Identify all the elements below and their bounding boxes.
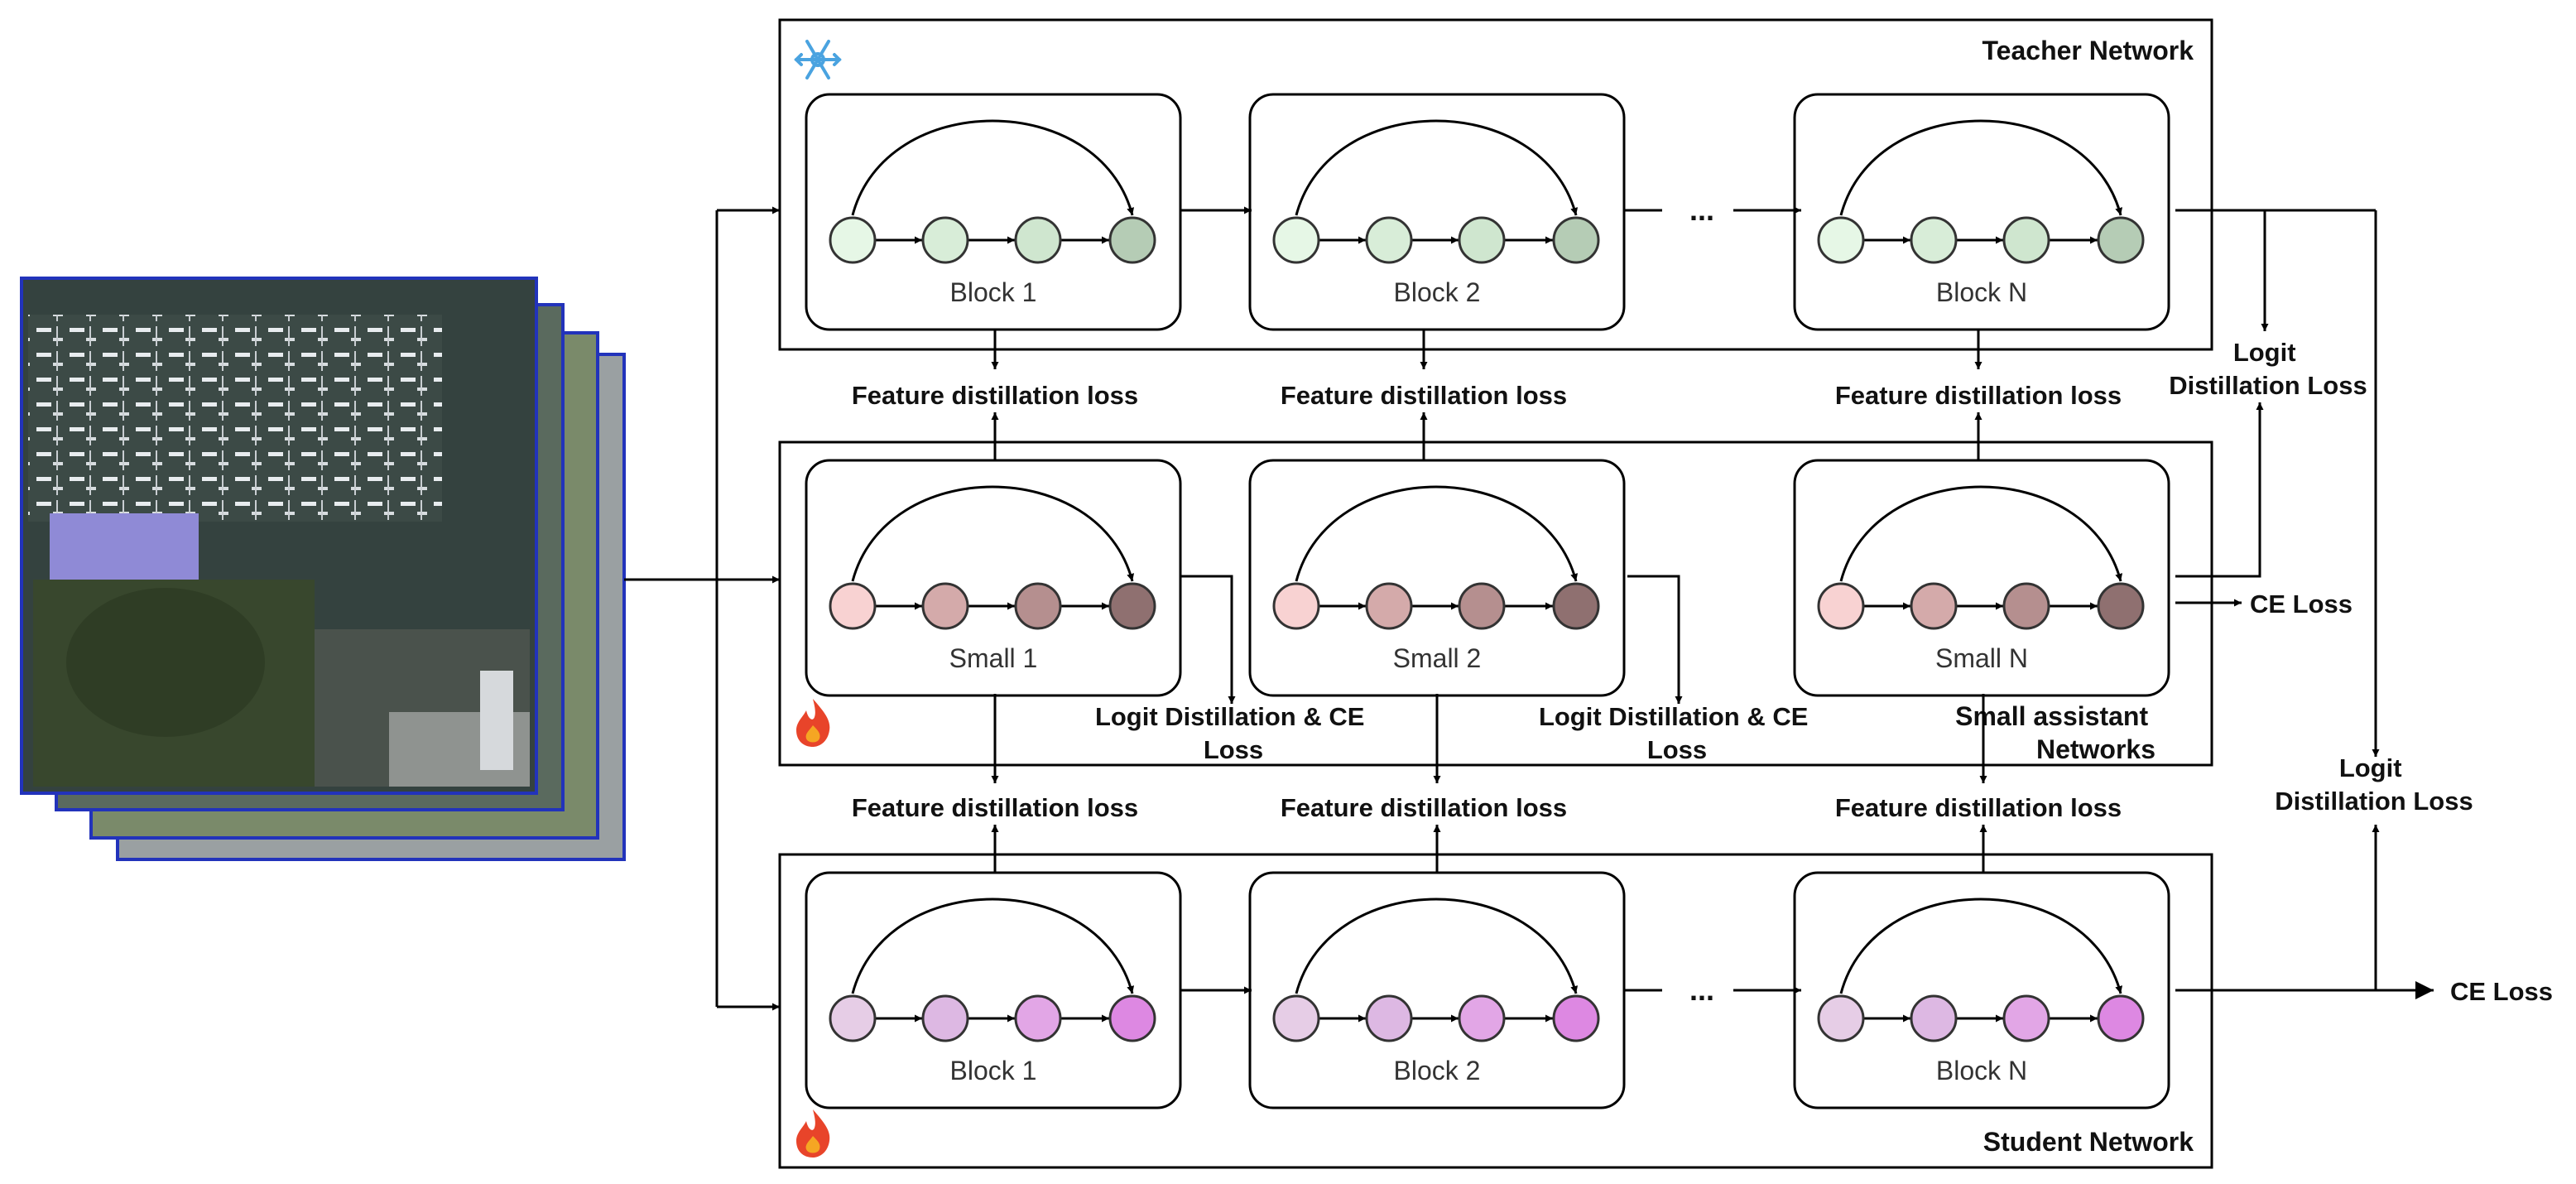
small-network-title-line1: Small assistant bbox=[1955, 701, 2148, 731]
layer-node bbox=[1552, 216, 1600, 264]
layer-node bbox=[1458, 582, 1506, 630]
teacher-ellipsis: ... bbox=[1689, 193, 1714, 227]
layer-node bbox=[1014, 582, 1062, 630]
layer-node bbox=[1817, 216, 1865, 264]
layer-node bbox=[1552, 994, 1600, 1042]
small-block-2: Small 2 bbox=[1248, 459, 1626, 697]
layer-node bbox=[1272, 216, 1320, 264]
snowflake-icon bbox=[794, 40, 842, 79]
layer-node bbox=[1365, 582, 1413, 630]
layer-node bbox=[2097, 582, 2145, 630]
teacher-block-3: Block N bbox=[1793, 93, 2170, 331]
logit-ce-loss-label-2: Logit Distillation & CE Loss bbox=[1539, 702, 1815, 764]
feature-loss-label-1: Feature distillation loss bbox=[852, 381, 1138, 410]
small-block-3: Small N bbox=[1793, 459, 2170, 697]
layer-node bbox=[1910, 994, 1958, 1042]
teacher-block-label: Block N bbox=[1936, 277, 2027, 307]
student-network-box bbox=[778, 853, 2213, 1169]
layer-node bbox=[1365, 994, 1413, 1042]
student-block-label: Block 2 bbox=[1394, 1056, 1481, 1085]
student-block-1: Block 1 bbox=[805, 871, 1182, 1109]
layer-node bbox=[921, 994, 969, 1042]
layer-node bbox=[1014, 994, 1062, 1042]
layer-node bbox=[1108, 216, 1156, 264]
layer-node bbox=[1458, 216, 1506, 264]
teacher-block-label: Block 2 bbox=[1394, 277, 1481, 307]
teacher-block-box bbox=[805, 93, 1182, 331]
layer-node bbox=[1910, 216, 1958, 264]
feature-loss-label-5: Feature distillation loss bbox=[1281, 793, 1567, 822]
layer-node bbox=[1272, 994, 1320, 1042]
skip-connection-arrow bbox=[1839, 485, 2123, 582]
layer-node bbox=[1365, 216, 1413, 264]
teacher-block-label: Block 1 bbox=[950, 277, 1037, 307]
student-network-title: Student Network bbox=[1983, 1127, 2194, 1157]
layer-node bbox=[1458, 994, 1506, 1042]
small-block-1: Small 1 bbox=[805, 459, 1182, 697]
layer-node bbox=[829, 216, 877, 264]
skip-connection-arrow bbox=[1839, 119, 2123, 216]
layer-node bbox=[1817, 582, 1865, 630]
student-block-label: Block N bbox=[1936, 1056, 2027, 1085]
layer-node bbox=[1817, 994, 1865, 1042]
small-network-title: Small assistant Networks bbox=[1955, 701, 2155, 764]
blocks-layer: Block 1 Block 2 Block N Small 1 Small 2 Small… bbox=[805, 93, 2170, 1109]
teacher-block-1: Block 1 bbox=[805, 93, 1182, 331]
connectors bbox=[624, 206, 2434, 1011]
student-block-3: Block N bbox=[1793, 871, 2170, 1109]
input-image-stack bbox=[20, 277, 626, 861]
layer-node bbox=[2002, 216, 2050, 264]
layer-node bbox=[2002, 994, 2050, 1042]
small-block-box bbox=[805, 459, 1182, 697]
layer-node bbox=[1272, 582, 1320, 630]
teacher-network-box bbox=[778, 18, 2213, 351]
layer-node bbox=[1108, 994, 1156, 1042]
logit-loss-label-bottom: Logit Distillation Loss bbox=[2275, 753, 2473, 816]
layer-node bbox=[2097, 216, 2145, 264]
skip-connection-arrow bbox=[851, 119, 1135, 216]
small-network-title-line2: Networks bbox=[2036, 734, 2155, 764]
student-ellipsis: ... bbox=[1689, 973, 1714, 1007]
feature-loss-label-3: Feature distillation loss bbox=[1835, 381, 2122, 410]
skip-connection-arrow bbox=[1295, 485, 1579, 582]
layer-node bbox=[921, 582, 969, 630]
fire-icon-small bbox=[796, 699, 830, 747]
aerial-image bbox=[20, 277, 538, 795]
skip-connection-arrow bbox=[1295, 119, 1579, 216]
teacher-network-title: Teacher Network bbox=[1982, 36, 2194, 65]
layer-node bbox=[2097, 994, 2145, 1042]
ce-loss-label-student: CE Loss bbox=[2450, 977, 2553, 1006]
student-block-label: Block 1 bbox=[950, 1056, 1037, 1085]
layer-node bbox=[1014, 216, 1062, 264]
layer-node bbox=[1910, 582, 1958, 630]
feature-loss-label-2: Feature distillation loss bbox=[1281, 381, 1567, 410]
layer-node bbox=[2002, 582, 2050, 630]
small-block-label: Small 2 bbox=[1393, 643, 1482, 673]
layer-node bbox=[921, 216, 969, 264]
feature-loss-label-6: Feature distillation loss bbox=[1835, 793, 2122, 822]
layer-node bbox=[829, 582, 877, 630]
layer-node bbox=[1552, 582, 1600, 630]
skip-connection-arrow bbox=[851, 898, 1135, 994]
layer-node bbox=[829, 994, 877, 1042]
logit-loss-label-top: Logit Distillation Loss bbox=[2169, 338, 2367, 400]
skip-connection-arrow bbox=[1295, 898, 1579, 994]
logit-ce-loss-label-1: Logit Distillation & CE Loss bbox=[1095, 702, 1372, 764]
layer-node bbox=[1108, 582, 1156, 630]
teacher-block-2: Block 2 bbox=[1248, 93, 1626, 331]
ce-loss-label-small: CE Loss bbox=[2250, 590, 2353, 618]
feature-loss-label-4: Feature distillation loss bbox=[852, 793, 1138, 822]
skip-connection-arrow bbox=[851, 485, 1135, 582]
student-block-2: Block 2 bbox=[1248, 871, 1626, 1109]
small-block-label: Small 1 bbox=[949, 643, 1038, 673]
small-block-box bbox=[1793, 459, 2170, 697]
fire-icon-student bbox=[796, 1109, 830, 1158]
small-block-label: Small N bbox=[1935, 643, 2028, 673]
skip-connection-arrow bbox=[1839, 898, 2123, 994]
